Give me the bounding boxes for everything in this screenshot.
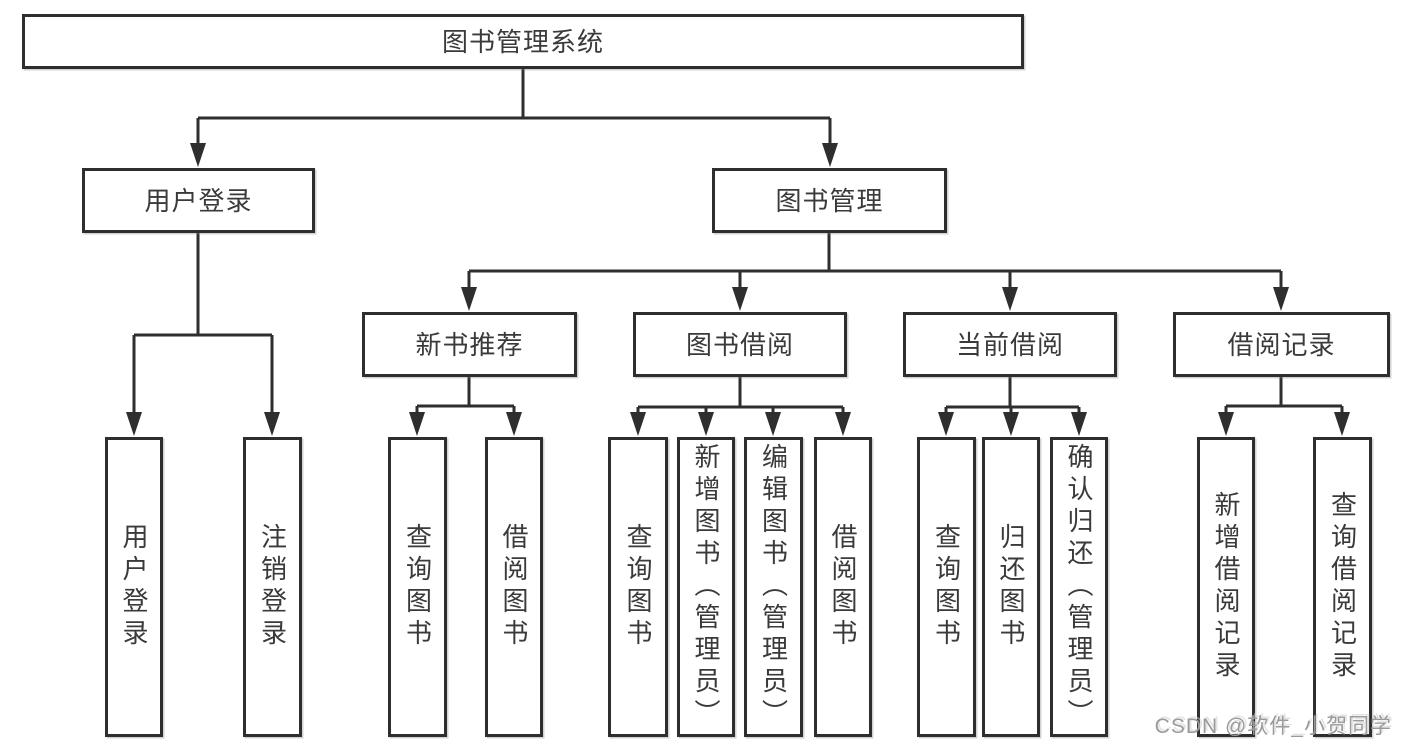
arrow-down-icon <box>1218 412 1234 436</box>
node-label: 图书管理 <box>775 185 884 216</box>
node-new-book-recommend: 新书推荐 <box>362 312 577 377</box>
arrow-down-icon <box>822 143 838 167</box>
leaf-edit-book-admin: 编辑图书（管理员） <box>744 437 803 737</box>
arrow-down-icon <box>409 412 425 436</box>
node-label: 当前借阅 <box>955 329 1064 360</box>
leaf-add-book-admin: 新增图书（管理员） <box>677 437 735 737</box>
arrow-down-icon <box>264 412 280 436</box>
leaf-user-login: 用户登录 <box>105 437 163 737</box>
leaf-query-book-current: 查询图书 <box>917 437 976 737</box>
arrow-down-icon <box>1273 287 1289 311</box>
leaf-label: 新增图书（管理员） <box>691 443 721 731</box>
leaf-borrow-book-recommend: 借阅图书 <box>485 437 543 737</box>
node-label: 用户登录 <box>144 185 253 216</box>
node-book-borrow: 图书借阅 <box>633 312 847 377</box>
leaf-logout: 注销登录 <box>243 437 302 737</box>
arrow-down-icon <box>1002 287 1018 311</box>
leaf-label: 新增借阅记录 <box>1211 491 1241 683</box>
arrow-down-icon <box>1003 412 1019 436</box>
arrow-down-icon <box>698 412 714 436</box>
csdn-watermark: CSDN @软件_小贺同学 <box>1154 715 1392 738</box>
leaf-label: 借阅图书 <box>499 523 529 651</box>
node-user-login: 用户登录 <box>82 168 315 233</box>
arrow-down-icon <box>732 287 748 311</box>
leaf-query-book-recommend: 查询图书 <box>388 437 447 737</box>
node-current-borrow: 当前借阅 <box>903 312 1117 377</box>
leaf-label: 查询图书 <box>931 523 962 651</box>
node-label: 新书推荐 <box>415 329 524 360</box>
arrow-down-icon <box>835 412 851 436</box>
arrow-down-icon <box>190 143 206 167</box>
leaf-label: 注销登录 <box>257 523 288 651</box>
leaf-query-borrow-record: 查询借阅记录 <box>1313 437 1372 737</box>
leaf-add-borrow-record: 新增借阅记录 <box>1197 437 1255 737</box>
leaf-query-book-borrow: 查询图书 <box>608 437 668 737</box>
arrow-down-icon <box>461 287 477 311</box>
leaf-label: 确认归还（管理员） <box>1064 443 1094 731</box>
leaf-label: 用户登录 <box>119 523 149 651</box>
leaf-borrow-book: 借阅图书 <box>814 437 872 737</box>
arrow-down-icon <box>765 412 781 436</box>
node-root-library-system: 图书管理系统 <box>22 14 1024 69</box>
leaf-return-book: 归还图书 <box>982 437 1040 737</box>
node-book-management: 图书管理 <box>712 168 947 233</box>
leaf-label: 查询图书 <box>623 523 653 651</box>
node-borrow-records: 借阅记录 <box>1173 312 1390 377</box>
arrow-down-icon <box>1334 412 1350 436</box>
arrow-down-icon <box>126 412 142 436</box>
leaf-confirm-return-admin: 确认归还（管理员） <box>1050 437 1108 737</box>
leaf-label: 借阅图书 <box>828 523 858 651</box>
node-label: 借阅记录 <box>1227 329 1336 360</box>
leaf-label: 查询图书 <box>402 523 433 651</box>
node-label: 图书管理系统 <box>441 26 604 57</box>
node-label: 图书借阅 <box>685 329 794 360</box>
arrow-down-icon <box>938 412 954 436</box>
leaf-label: 归还图书 <box>996 523 1026 651</box>
arrow-down-icon <box>1071 412 1087 436</box>
leaf-label: 查询借阅记录 <box>1327 491 1358 683</box>
arrow-down-icon <box>506 412 522 436</box>
leaf-label: 编辑图书（管理员） <box>758 443 789 731</box>
arrow-down-icon <box>630 412 646 436</box>
